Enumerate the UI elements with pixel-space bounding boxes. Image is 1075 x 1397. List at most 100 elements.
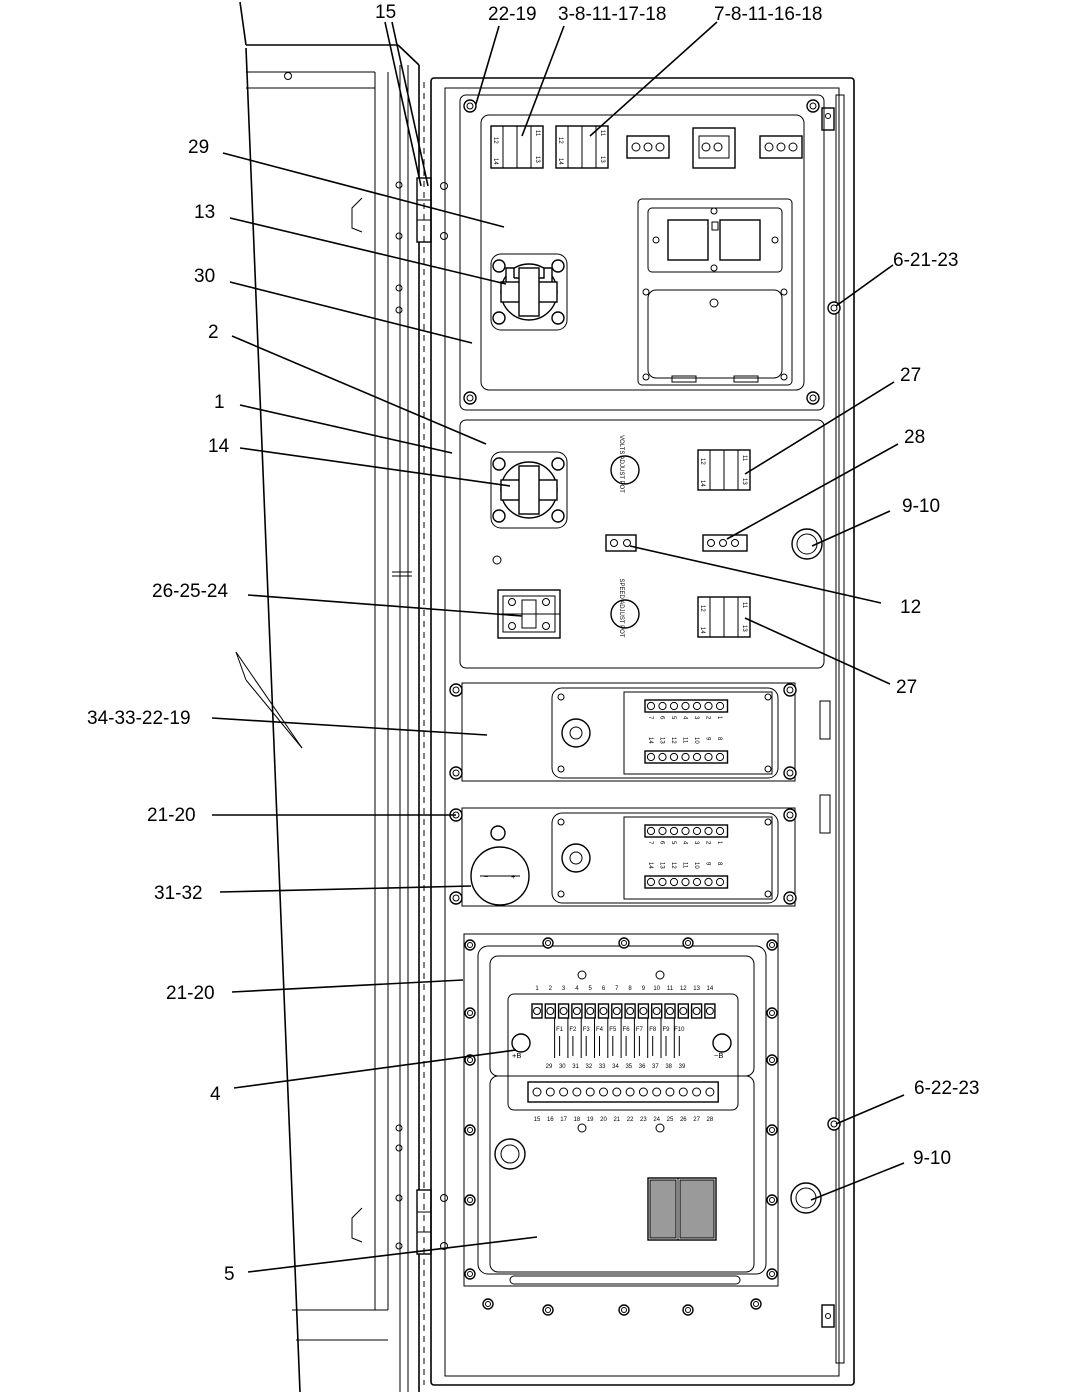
svg-text:13: 13 xyxy=(534,156,540,163)
fuse-terminal-number: 36 xyxy=(639,1064,646,1070)
terminal-screw xyxy=(715,877,725,887)
terminal-number: 8 xyxy=(716,737,722,741)
callout-7-8-11-16-18: 7-8-11-16-18 xyxy=(714,4,822,25)
terminal-screw xyxy=(559,1007,568,1015)
callout-6-22-23: 6-22-23 xyxy=(914,1078,980,1099)
fuse-terminal-number: 19 xyxy=(587,1117,594,1123)
callout-28: 28 xyxy=(904,427,925,448)
svg-text:14: 14 xyxy=(699,627,705,634)
terminal-screw xyxy=(658,752,667,762)
callout-21-20-mid: 21-20 xyxy=(147,805,196,826)
volts-adjust-pot: VOLTS ADJUST POT xyxy=(610,435,640,493)
terminal-screw xyxy=(692,877,702,887)
callout-6-21-23: 6-21-23 xyxy=(893,250,959,271)
callout-21-20-low: 21-20 xyxy=(166,983,215,1004)
terminal-screw xyxy=(586,1007,595,1015)
fuse-terminal-number: 12 xyxy=(680,986,687,992)
terminal-screw xyxy=(704,752,713,762)
panel-bolt xyxy=(464,939,476,951)
indicator-lamp-9-10-top xyxy=(791,528,823,560)
terminal-number: 4 xyxy=(682,716,688,720)
fuse-terminal-number: 11 xyxy=(667,986,674,992)
callout-5: 5 xyxy=(224,1264,235,1285)
terminal-number: 10 xyxy=(693,737,699,744)
svg-text:12: 12 xyxy=(699,458,705,465)
terminal-screw xyxy=(546,1007,555,1015)
panel-bolt xyxy=(766,1124,778,1136)
terminal-screw xyxy=(638,1087,648,1097)
terminal-number: 7 xyxy=(647,716,653,720)
terminal-screw xyxy=(599,1007,608,1015)
terminal-screw xyxy=(646,877,656,887)
terminal-number: 11 xyxy=(682,737,688,744)
fuse-terminal-number: 13 xyxy=(693,986,700,992)
terminal-number: 3 xyxy=(693,716,699,720)
terminal-screw xyxy=(715,826,725,836)
svg-text:13: 13 xyxy=(741,625,747,632)
callout-26-25-24: 26-25-24 xyxy=(152,581,228,602)
fuse-terminal-number: 1 xyxy=(535,986,539,992)
fuse-terminal-number: 39 xyxy=(679,1064,686,1070)
terminal-screw xyxy=(532,1087,542,1097)
terminal-number: 12 xyxy=(670,737,676,744)
fuse-terminal-number: 28 xyxy=(707,1117,714,1123)
panel-bolt xyxy=(766,1054,778,1066)
terminal-number: 5 xyxy=(670,841,676,845)
relay-socket-13 xyxy=(490,253,568,331)
svg-text:VOLTS ADJUST POT: VOLTS ADJUST POT xyxy=(618,435,624,493)
terminal-block-28 xyxy=(702,534,748,552)
fuse-terminal-number: 30 xyxy=(559,1064,566,1070)
callout-3-8-11-17-18: 3-8-11-17-18 xyxy=(558,4,666,25)
terminal-screw xyxy=(681,826,690,836)
terminal-screw xyxy=(704,877,713,887)
panel-bolt xyxy=(618,937,630,949)
terminal-screw xyxy=(585,1087,595,1097)
terminal-screw xyxy=(715,701,725,711)
callout-15: 15 xyxy=(375,2,396,23)
svg-text:14: 14 xyxy=(699,480,705,487)
terminal-screw xyxy=(559,1087,569,1097)
terminal-screw xyxy=(658,701,667,711)
terminal-screw xyxy=(533,1007,541,1015)
svg-text:14: 14 xyxy=(557,158,563,165)
terminal-screw xyxy=(681,701,690,711)
svg-text:11: 11 xyxy=(534,130,540,137)
panel-bolt xyxy=(766,1194,778,1206)
fuse-terminal-number: 9 xyxy=(642,986,646,992)
terminal-screw xyxy=(705,1087,715,1097)
fuse-label: F5 xyxy=(609,1027,617,1033)
panel-bolt xyxy=(464,1054,476,1066)
terminal-screw xyxy=(652,1007,661,1015)
terminal-screw xyxy=(658,877,667,887)
fuse-label: F8 xyxy=(649,1027,657,1033)
terminal-screw xyxy=(669,701,679,711)
terminal-screw xyxy=(705,1007,714,1015)
fuse-terminal-number: 7 xyxy=(615,986,619,992)
terminal-screw xyxy=(626,1007,635,1015)
fuse-label: F1 xyxy=(556,1027,564,1033)
fuse-label: F6 xyxy=(623,1027,631,1033)
terminal-number: 6 xyxy=(659,716,665,720)
enclosure-frame xyxy=(423,77,855,1386)
terminal-number: 3 xyxy=(693,841,699,845)
leader-lines xyxy=(211,21,905,1273)
fuse-terminal-number: 21 xyxy=(613,1117,620,1123)
callout-34-33-22-19: 34-33-22-19 xyxy=(87,708,191,729)
fuse-terminal-number: 5 xyxy=(589,986,593,992)
fuse-terminal-number: 6 xyxy=(602,986,606,992)
fuse-label: F4 xyxy=(596,1027,604,1033)
terminal-number: 1 xyxy=(716,841,722,845)
controller-module xyxy=(637,198,793,386)
svg-text:13: 13 xyxy=(741,478,747,485)
terminal-screw xyxy=(704,701,713,711)
panel-bolt xyxy=(766,1007,778,1019)
panel-bolt xyxy=(542,937,554,949)
panel-door xyxy=(235,1,448,1393)
circuit-breaker-right: 12 11 14 13 xyxy=(555,125,609,169)
terminal-screw xyxy=(665,1087,675,1097)
fuse-terminal-number: 27 xyxy=(693,1117,700,1123)
svg-text:SPEED ADJUST POT: SPEED ADJUST POT xyxy=(618,579,624,638)
terminal-number: 13 xyxy=(659,862,665,869)
